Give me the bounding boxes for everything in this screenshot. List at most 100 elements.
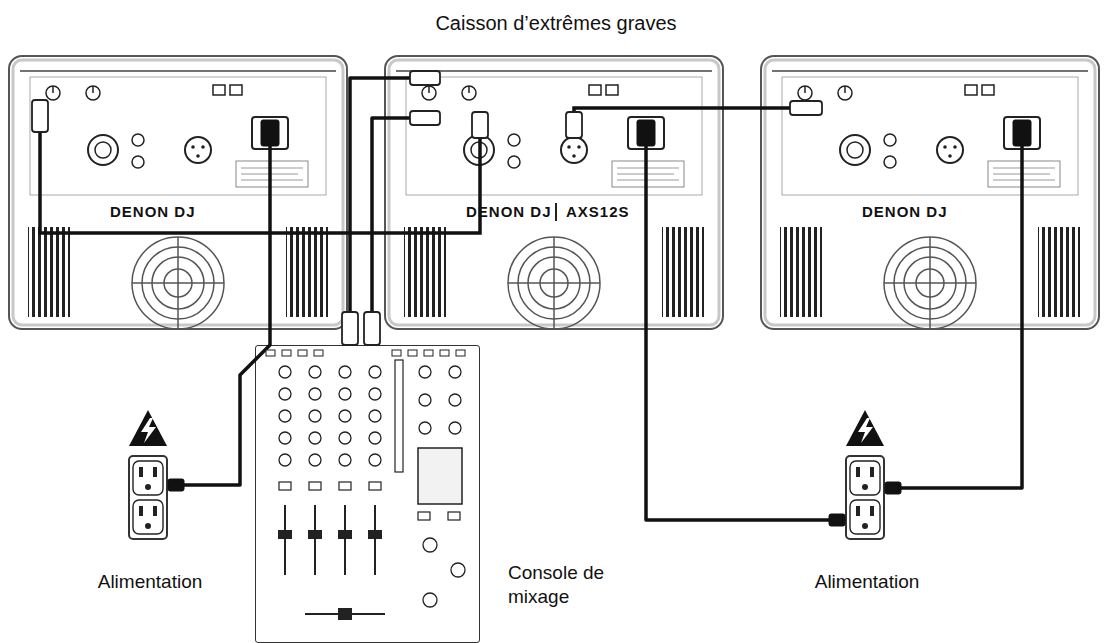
outlet-receptacle bbox=[133, 461, 880, 534]
mixer-button bbox=[279, 482, 460, 520]
mixer-knob bbox=[279, 388, 291, 400]
mixer-knob bbox=[369, 410, 381, 422]
power-outlet: Alimentation bbox=[128, 455, 168, 540]
brand-separator bbox=[555, 203, 557, 221]
cable-connector bbox=[372, 118, 384, 345]
mixer-jack bbox=[440, 350, 449, 356]
channel-fader bbox=[338, 608, 352, 620]
cable-stub bbox=[384, 138, 480, 233]
warning-triangle bbox=[846, 410, 884, 446]
power-plug bbox=[1013, 120, 1031, 146]
mixer-knob bbox=[279, 366, 291, 378]
mixer-console: Console de mixage bbox=[255, 345, 480, 643]
cable-stub bbox=[574, 108, 724, 112]
outlet-slot bbox=[862, 484, 868, 490]
warning-triangle bbox=[858, 418, 873, 443]
device-caption: Console de mixage bbox=[508, 561, 633, 609]
cable-connector bbox=[348, 231, 384, 235]
mixer-knob bbox=[339, 366, 351, 378]
mixer-jack bbox=[282, 350, 291, 356]
speaker-box: DENON DJ bbox=[760, 55, 1100, 330]
power-plug bbox=[261, 120, 279, 146]
mixer-jack bbox=[298, 350, 307, 356]
cable-stub bbox=[268, 146, 272, 330]
device-caption: Caisson d’extrêmes graves bbox=[366, 11, 746, 36]
power-plug bbox=[168, 120, 1031, 526]
mixer-knob bbox=[309, 410, 321, 422]
connector-plug bbox=[410, 71, 440, 85]
mixer-screen bbox=[418, 448, 462, 504]
mixer-knob bbox=[369, 366, 381, 378]
mixer-knob bbox=[279, 432, 291, 444]
mixer-knob bbox=[279, 366, 465, 607]
level-meter bbox=[395, 360, 403, 472]
outlet-receptacle bbox=[850, 500, 880, 534]
mixer-knob bbox=[339, 454, 351, 466]
mixer-jack bbox=[314, 350, 323, 356]
connector-plug bbox=[32, 100, 48, 132]
channel-fader bbox=[344, 505, 346, 575]
mixer-knob bbox=[451, 563, 465, 577]
cable-stub bbox=[760, 106, 790, 110]
connector-plug bbox=[32, 71, 822, 345]
channel-fader bbox=[278, 530, 382, 620]
mixer-jack bbox=[408, 350, 417, 356]
mixer-knob bbox=[419, 394, 431, 406]
outlet-slot bbox=[139, 506, 143, 516]
mixer-button bbox=[418, 512, 430, 520]
mixer-knob bbox=[419, 422, 431, 434]
outlet-slot bbox=[139, 467, 874, 529]
connector-plug bbox=[410, 111, 440, 125]
channel-fader bbox=[308, 530, 322, 539]
channel-fader bbox=[338, 530, 352, 539]
cable-stub bbox=[384, 76, 410, 80]
mixer-jack bbox=[456, 350, 465, 356]
connector-plug bbox=[342, 312, 358, 345]
mixer-button bbox=[309, 482, 321, 490]
mixer-knob bbox=[339, 410, 351, 422]
connector-plug bbox=[472, 112, 488, 138]
mixer-knob bbox=[279, 454, 291, 466]
connector-plug bbox=[566, 112, 582, 138]
speaker-illustration bbox=[13, 60, 343, 329]
power-label: Alimentation bbox=[787, 570, 947, 594]
outlet-slot bbox=[145, 484, 151, 490]
mixer-jack bbox=[266, 350, 275, 356]
mixer-button bbox=[369, 482, 381, 490]
mixer-button bbox=[339, 482, 351, 490]
outlet-receptacle bbox=[850, 461, 880, 495]
warning-triangle bbox=[141, 418, 156, 443]
outlet-slot bbox=[856, 467, 860, 477]
power-label: Alimentation bbox=[70, 570, 230, 594]
cable-stub bbox=[384, 116, 410, 120]
brand-label: DENON DJ bbox=[110, 203, 196, 222]
outlet-slot bbox=[856, 506, 860, 516]
mixer-knob bbox=[423, 538, 437, 552]
outlet-slot bbox=[153, 506, 157, 516]
warning-triangle bbox=[129, 410, 884, 446]
connector-plug bbox=[364, 312, 380, 345]
mixer-knob bbox=[339, 388, 351, 400]
mixer-knob bbox=[449, 422, 461, 434]
channel-fader bbox=[305, 613, 385, 615]
model-label: AXS12S bbox=[566, 203, 630, 222]
outlet-receptacle bbox=[133, 500, 163, 534]
mixer-knob bbox=[309, 366, 321, 378]
mixer-button bbox=[448, 512, 460, 520]
brand-label: DENON DJ bbox=[862, 203, 948, 222]
cable-connector bbox=[646, 330, 845, 520]
cable-connector bbox=[350, 78, 384, 345]
mixer-knob bbox=[339, 432, 351, 444]
mixer-knob bbox=[419, 366, 431, 378]
cable-stub bbox=[40, 78, 1022, 330]
mixer-knob bbox=[449, 366, 461, 378]
outlet-slot bbox=[862, 523, 868, 529]
mixer-knob bbox=[423, 593, 437, 607]
warning-triangle bbox=[129, 410, 167, 446]
outlet-slot bbox=[870, 506, 874, 516]
power-plug bbox=[829, 514, 845, 526]
power-plug bbox=[637, 120, 655, 146]
cable-connector bbox=[724, 106, 760, 110]
